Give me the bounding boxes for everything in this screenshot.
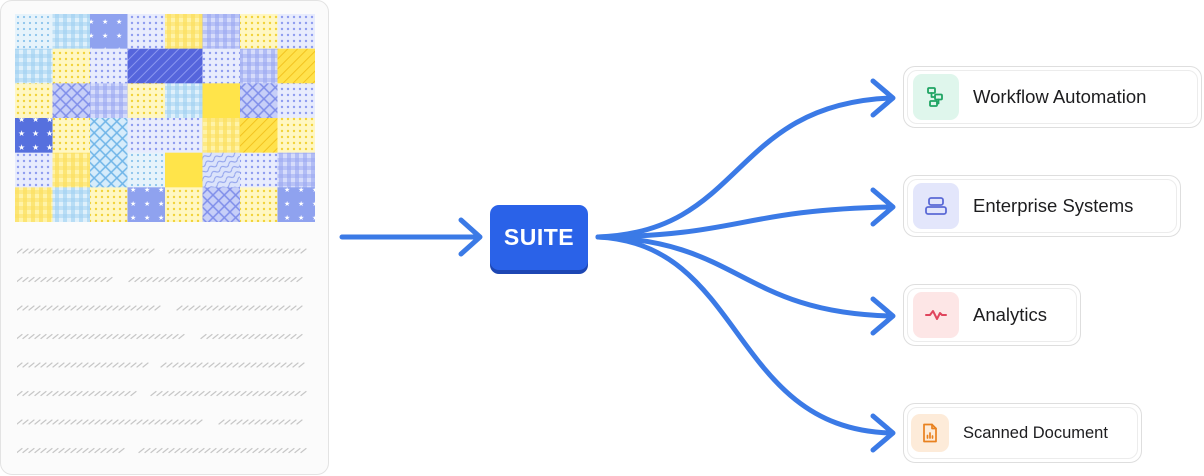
workflow-icon xyxy=(913,74,959,120)
mosaic-tile xyxy=(90,152,128,188)
mosaic-tile xyxy=(165,48,203,84)
mosaic-tile xyxy=(52,118,91,153)
output-label-analytics: Analytics xyxy=(973,304,1048,325)
mosaic-tile xyxy=(277,14,315,49)
mosaic-image: ★ ★ xyxy=(15,14,315,222)
arrowhead-workflow xyxy=(870,78,896,118)
mosaic-tile xyxy=(90,187,128,222)
mosaic-tile xyxy=(165,152,203,188)
mosaic-tile xyxy=(15,14,53,49)
mosaic-tile xyxy=(202,152,241,188)
mosaic-tile xyxy=(165,118,203,153)
mosaic-tile xyxy=(90,48,128,84)
mosaic-tile xyxy=(52,187,91,222)
document-text-lines xyxy=(17,241,313,466)
mosaic-tile xyxy=(90,14,128,49)
mosaic-tile xyxy=(165,14,203,49)
pattern-mosaic: ★ ★ xyxy=(15,14,315,222)
mosaic-tile xyxy=(127,187,166,222)
text-line xyxy=(218,419,303,425)
text-line xyxy=(168,248,307,254)
mosaic-tile xyxy=(52,48,91,84)
output-label-scanned-document: Scanned Document xyxy=(963,423,1108,442)
pulse-icon xyxy=(913,292,959,338)
text-line xyxy=(17,276,113,283)
suite-label: SUITE xyxy=(503,224,575,250)
mosaic-tile xyxy=(202,48,241,84)
mosaic-tile xyxy=(90,118,128,153)
mosaic-tile xyxy=(202,14,241,49)
text-line xyxy=(200,333,303,340)
mosaic-tile xyxy=(277,152,315,188)
mosaic-tile xyxy=(15,83,53,119)
text-line xyxy=(17,248,155,254)
suite-box: SUITE xyxy=(490,205,588,270)
mosaic-tile xyxy=(277,187,315,222)
mosaic-tile xyxy=(127,83,166,119)
output-card-scanned-document: Scanned Document xyxy=(903,403,1142,463)
text-line xyxy=(17,333,185,340)
mosaic-tile xyxy=(165,83,203,119)
mosaic-tile xyxy=(240,83,278,119)
mosaic-tile xyxy=(277,118,315,153)
arrow-to-enterprise xyxy=(595,204,893,240)
mosaic-tile xyxy=(127,48,166,84)
mosaic-tile xyxy=(165,187,203,222)
arrow-to-scanned xyxy=(595,234,893,436)
mosaic-tile xyxy=(240,14,278,49)
text-line xyxy=(17,362,149,368)
mosaic-tile xyxy=(90,83,128,119)
mosaic-tile xyxy=(15,48,53,84)
mosaic-tile xyxy=(202,118,241,153)
mosaic-tile xyxy=(15,187,53,222)
output-label-enterprise-systems: Enterprise Systems xyxy=(973,195,1134,216)
mosaic-tile xyxy=(240,48,278,84)
mosaic-tile xyxy=(277,83,315,119)
text-line xyxy=(17,305,161,311)
output-label-workflow-automation: Workflow Automation xyxy=(973,86,1147,107)
server-icon xyxy=(913,183,959,229)
mosaic-tile xyxy=(15,118,53,153)
arrow-to-workflow xyxy=(595,95,893,240)
output-card-analytics: Analytics xyxy=(903,284,1081,346)
text-lines-graphic xyxy=(17,248,307,454)
arrowhead-scanned xyxy=(870,413,896,453)
output-card-enterprise-systems: Enterprise Systems xyxy=(903,175,1181,237)
arrowhead-analytics xyxy=(870,296,896,336)
arrowhead-enterprise xyxy=(870,187,896,227)
mosaic-tile xyxy=(240,187,278,222)
mosaic-tile xyxy=(127,152,166,188)
text-line xyxy=(128,276,303,283)
output-card-workflow-automation: Workflow Automation xyxy=(903,66,1202,128)
mosaic-tile xyxy=(52,14,91,49)
input-arrowhead xyxy=(458,217,483,257)
text-line xyxy=(17,390,137,397)
mosaic-tile xyxy=(52,83,91,119)
text-line xyxy=(17,447,125,454)
mosaic-tile xyxy=(127,118,166,153)
mosaic-tile xyxy=(277,48,315,84)
scanned-document-card: ★ ★ xyxy=(0,0,329,475)
text-line xyxy=(17,419,203,425)
mosaic-tile xyxy=(202,83,241,119)
mosaic-tile xyxy=(202,187,241,222)
mosaic-tile xyxy=(52,152,91,188)
mosaic-tile xyxy=(127,14,166,49)
text-line xyxy=(150,390,307,397)
text-line xyxy=(160,362,305,368)
text-line xyxy=(176,305,303,311)
arrow-to-analytics xyxy=(595,234,893,319)
mosaic-tile xyxy=(15,152,53,188)
mosaic-tile xyxy=(240,152,278,188)
text-line xyxy=(138,447,307,454)
report-icon xyxy=(911,414,949,452)
mosaic-tile xyxy=(240,118,278,153)
